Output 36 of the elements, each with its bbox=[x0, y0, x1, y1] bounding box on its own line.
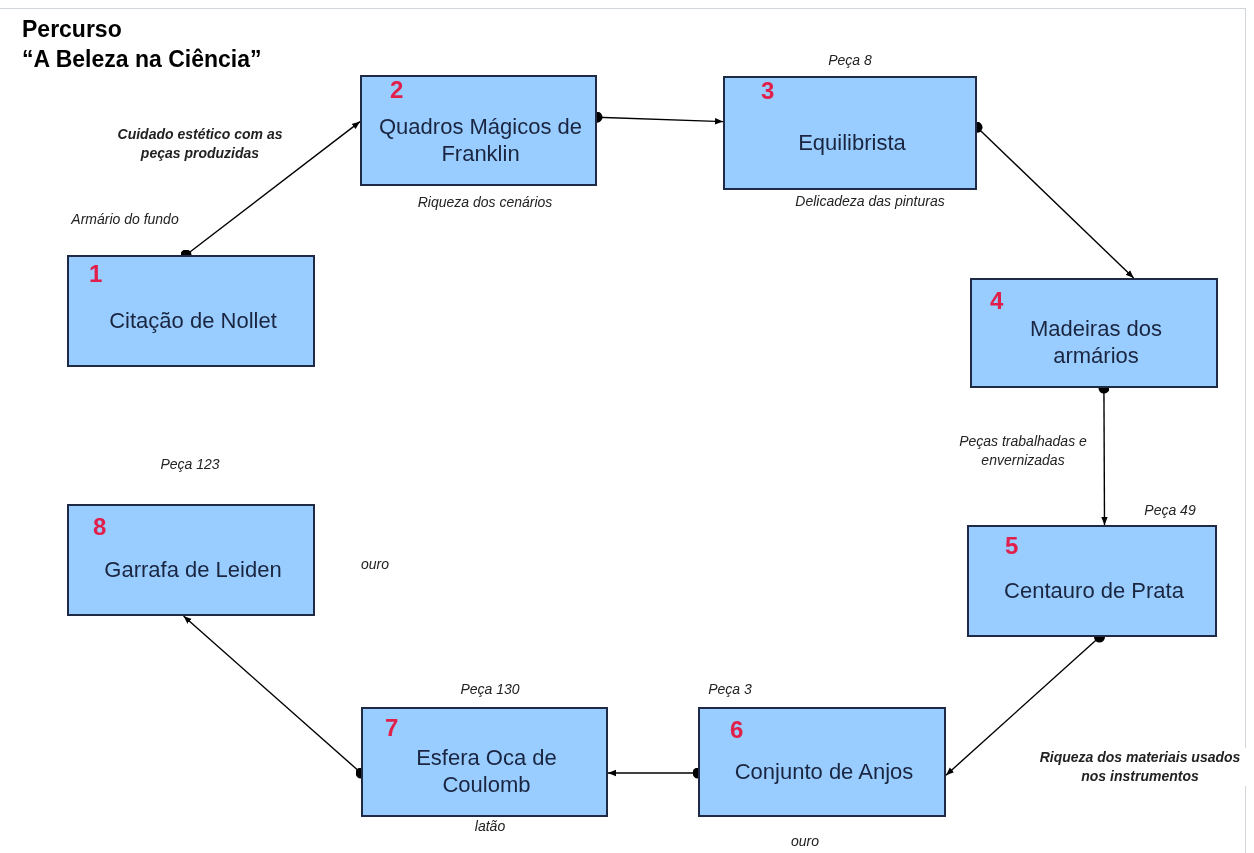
step-number: 1 bbox=[89, 261, 103, 287]
box-title: Madeiras dos armários bbox=[1028, 315, 1164, 370]
box-title: Esfera Oca de Coulomb bbox=[415, 744, 558, 799]
box-title: Citação de Nollet bbox=[108, 306, 278, 335]
process-box bbox=[698, 707, 946, 817]
box-title: Quadros Mágicos de Franklin bbox=[378, 112, 583, 168]
process-box bbox=[360, 75, 597, 186]
process-box bbox=[361, 707, 608, 817]
process-box bbox=[967, 525, 1217, 637]
box-title: Centauro de Prata bbox=[1003, 576, 1185, 605]
note-text: ouro bbox=[790, 832, 820, 850]
process-box bbox=[970, 278, 1218, 388]
box-title: Garrafa de Leiden bbox=[103, 555, 283, 584]
step-number: 2 bbox=[390, 77, 404, 103]
note-text: latão bbox=[473, 817, 507, 835]
step-number: 4 bbox=[990, 288, 1004, 314]
note-text: Peça 8 bbox=[827, 51, 873, 69]
process-box bbox=[67, 504, 315, 616]
step-number: 6 bbox=[730, 717, 744, 743]
box-title: Equilibrista bbox=[797, 128, 907, 157]
title: Percurso “A Beleza na Ciência” bbox=[22, 15, 262, 74]
note-text: ouro bbox=[360, 555, 390, 573]
note-text: Peça 49 bbox=[1143, 501, 1197, 519]
box-title: Conjunto de Anjos bbox=[733, 757, 915, 786]
note-text: Armário do fundo bbox=[70, 210, 180, 228]
note-text: Riqueza dos cenários bbox=[416, 193, 554, 211]
step-number: 7 bbox=[385, 715, 399, 741]
step-number: 3 bbox=[761, 78, 775, 104]
process-box bbox=[723, 76, 977, 190]
note-text: Delicadeza das pinturas bbox=[794, 192, 946, 210]
process-box bbox=[67, 255, 315, 367]
note-text: Peça 123 bbox=[159, 455, 221, 473]
note-text: Peça 3 bbox=[707, 680, 753, 698]
note-text: Peça 130 bbox=[459, 680, 521, 698]
step-number: 5 bbox=[1005, 533, 1019, 559]
step-number: 8 bbox=[93, 514, 107, 540]
